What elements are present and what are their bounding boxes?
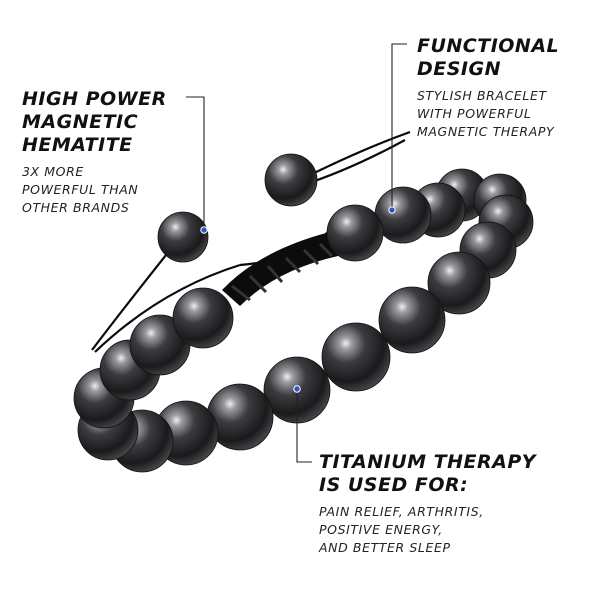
- leader-line-bottom-right: [296, 392, 312, 463]
- hematite-bead: [378, 286, 446, 354]
- body-line: STYLISH BRACELET: [417, 88, 547, 103]
- heading-line: FUNCTIONAL: [417, 35, 560, 57]
- body-line: PAIN RELIEF, ARTHRITIS,: [319, 504, 484, 519]
- body-line: POWERFUL THAN: [22, 182, 139, 197]
- callout-design-body: STYLISH BRACELET WITH POWERFUL MAGNETIC …: [417, 87, 559, 141]
- body-line: AND BETTER SLEEP: [319, 540, 451, 555]
- heading-line: IS USED FOR:: [319, 474, 469, 496]
- hematite-bead: [157, 211, 209, 263]
- callout-design-heading: FUNCTIONAL DESIGN: [417, 35, 559, 81]
- body-line: POSITIVE ENERGY,: [319, 522, 443, 537]
- hematite-bead: [264, 153, 318, 207]
- callout-hematite: HIGH POWER MAGNETIC HEMATITE 3X MORE POW…: [22, 88, 167, 217]
- hematite-bead: [321, 322, 391, 392]
- heading-line: HEMATITE: [22, 134, 133, 156]
- callout-design: FUNCTIONAL DESIGN STYLISH BRACELET WITH …: [417, 35, 559, 141]
- hematite-bead: [172, 287, 234, 349]
- body-line: WITH POWERFUL: [417, 106, 532, 121]
- callout-leaders: [186, 43, 407, 463]
- heading-line: HIGH POWER: [22, 88, 167, 110]
- heading-line: TITANIUM THERAPY: [319, 451, 536, 473]
- heading-line: MAGNETIC: [22, 111, 139, 133]
- hematite-bead: [427, 251, 491, 315]
- callout-therapy: TITANIUM THERAPY IS USED FOR: PAIN RELIE…: [319, 451, 536, 557]
- callout-hematite-heading: HIGH POWER MAGNETIC HEMATITE: [22, 88, 167, 157]
- hematite-bead: [374, 186, 432, 244]
- leader-line-top-right: [391, 43, 407, 208]
- hematite-bead: [326, 204, 384, 262]
- hematite-beads: [73, 153, 534, 473]
- body-line: MAGNETIC THERAPY: [417, 124, 555, 139]
- callout-therapy-heading: TITANIUM THERAPY IS USED FOR:: [319, 451, 536, 497]
- body-line: OTHER BRANDS: [22, 200, 130, 215]
- body-line: 3X MORE: [22, 164, 84, 179]
- callout-hematite-body: 3X MORE POWERFUL THAN OTHER BRANDS: [22, 163, 167, 217]
- marker-dots: [200, 206, 396, 393]
- callout-therapy-body: PAIN RELIEF, ARTHRITIS, POSITIVE ENERGY,…: [319, 503, 536, 557]
- leader-line-left: [186, 96, 205, 227]
- heading-line: DESIGN: [417, 58, 502, 80]
- braided-knot: [222, 232, 338, 306]
